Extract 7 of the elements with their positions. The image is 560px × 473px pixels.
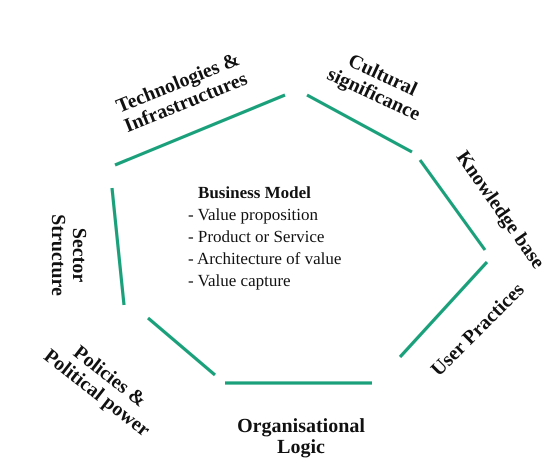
list-item: - Product or Service (188, 226, 326, 248)
side-label: Organisational Logic (236, 416, 366, 458)
list-item: - Architecture of value (188, 248, 342, 270)
list-item: - Value proposition (188, 204, 320, 226)
list-item: - Value capture (188, 270, 292, 292)
heading: Business Model (198, 182, 312, 204)
side-label: Sector Structure (47, 213, 89, 298)
